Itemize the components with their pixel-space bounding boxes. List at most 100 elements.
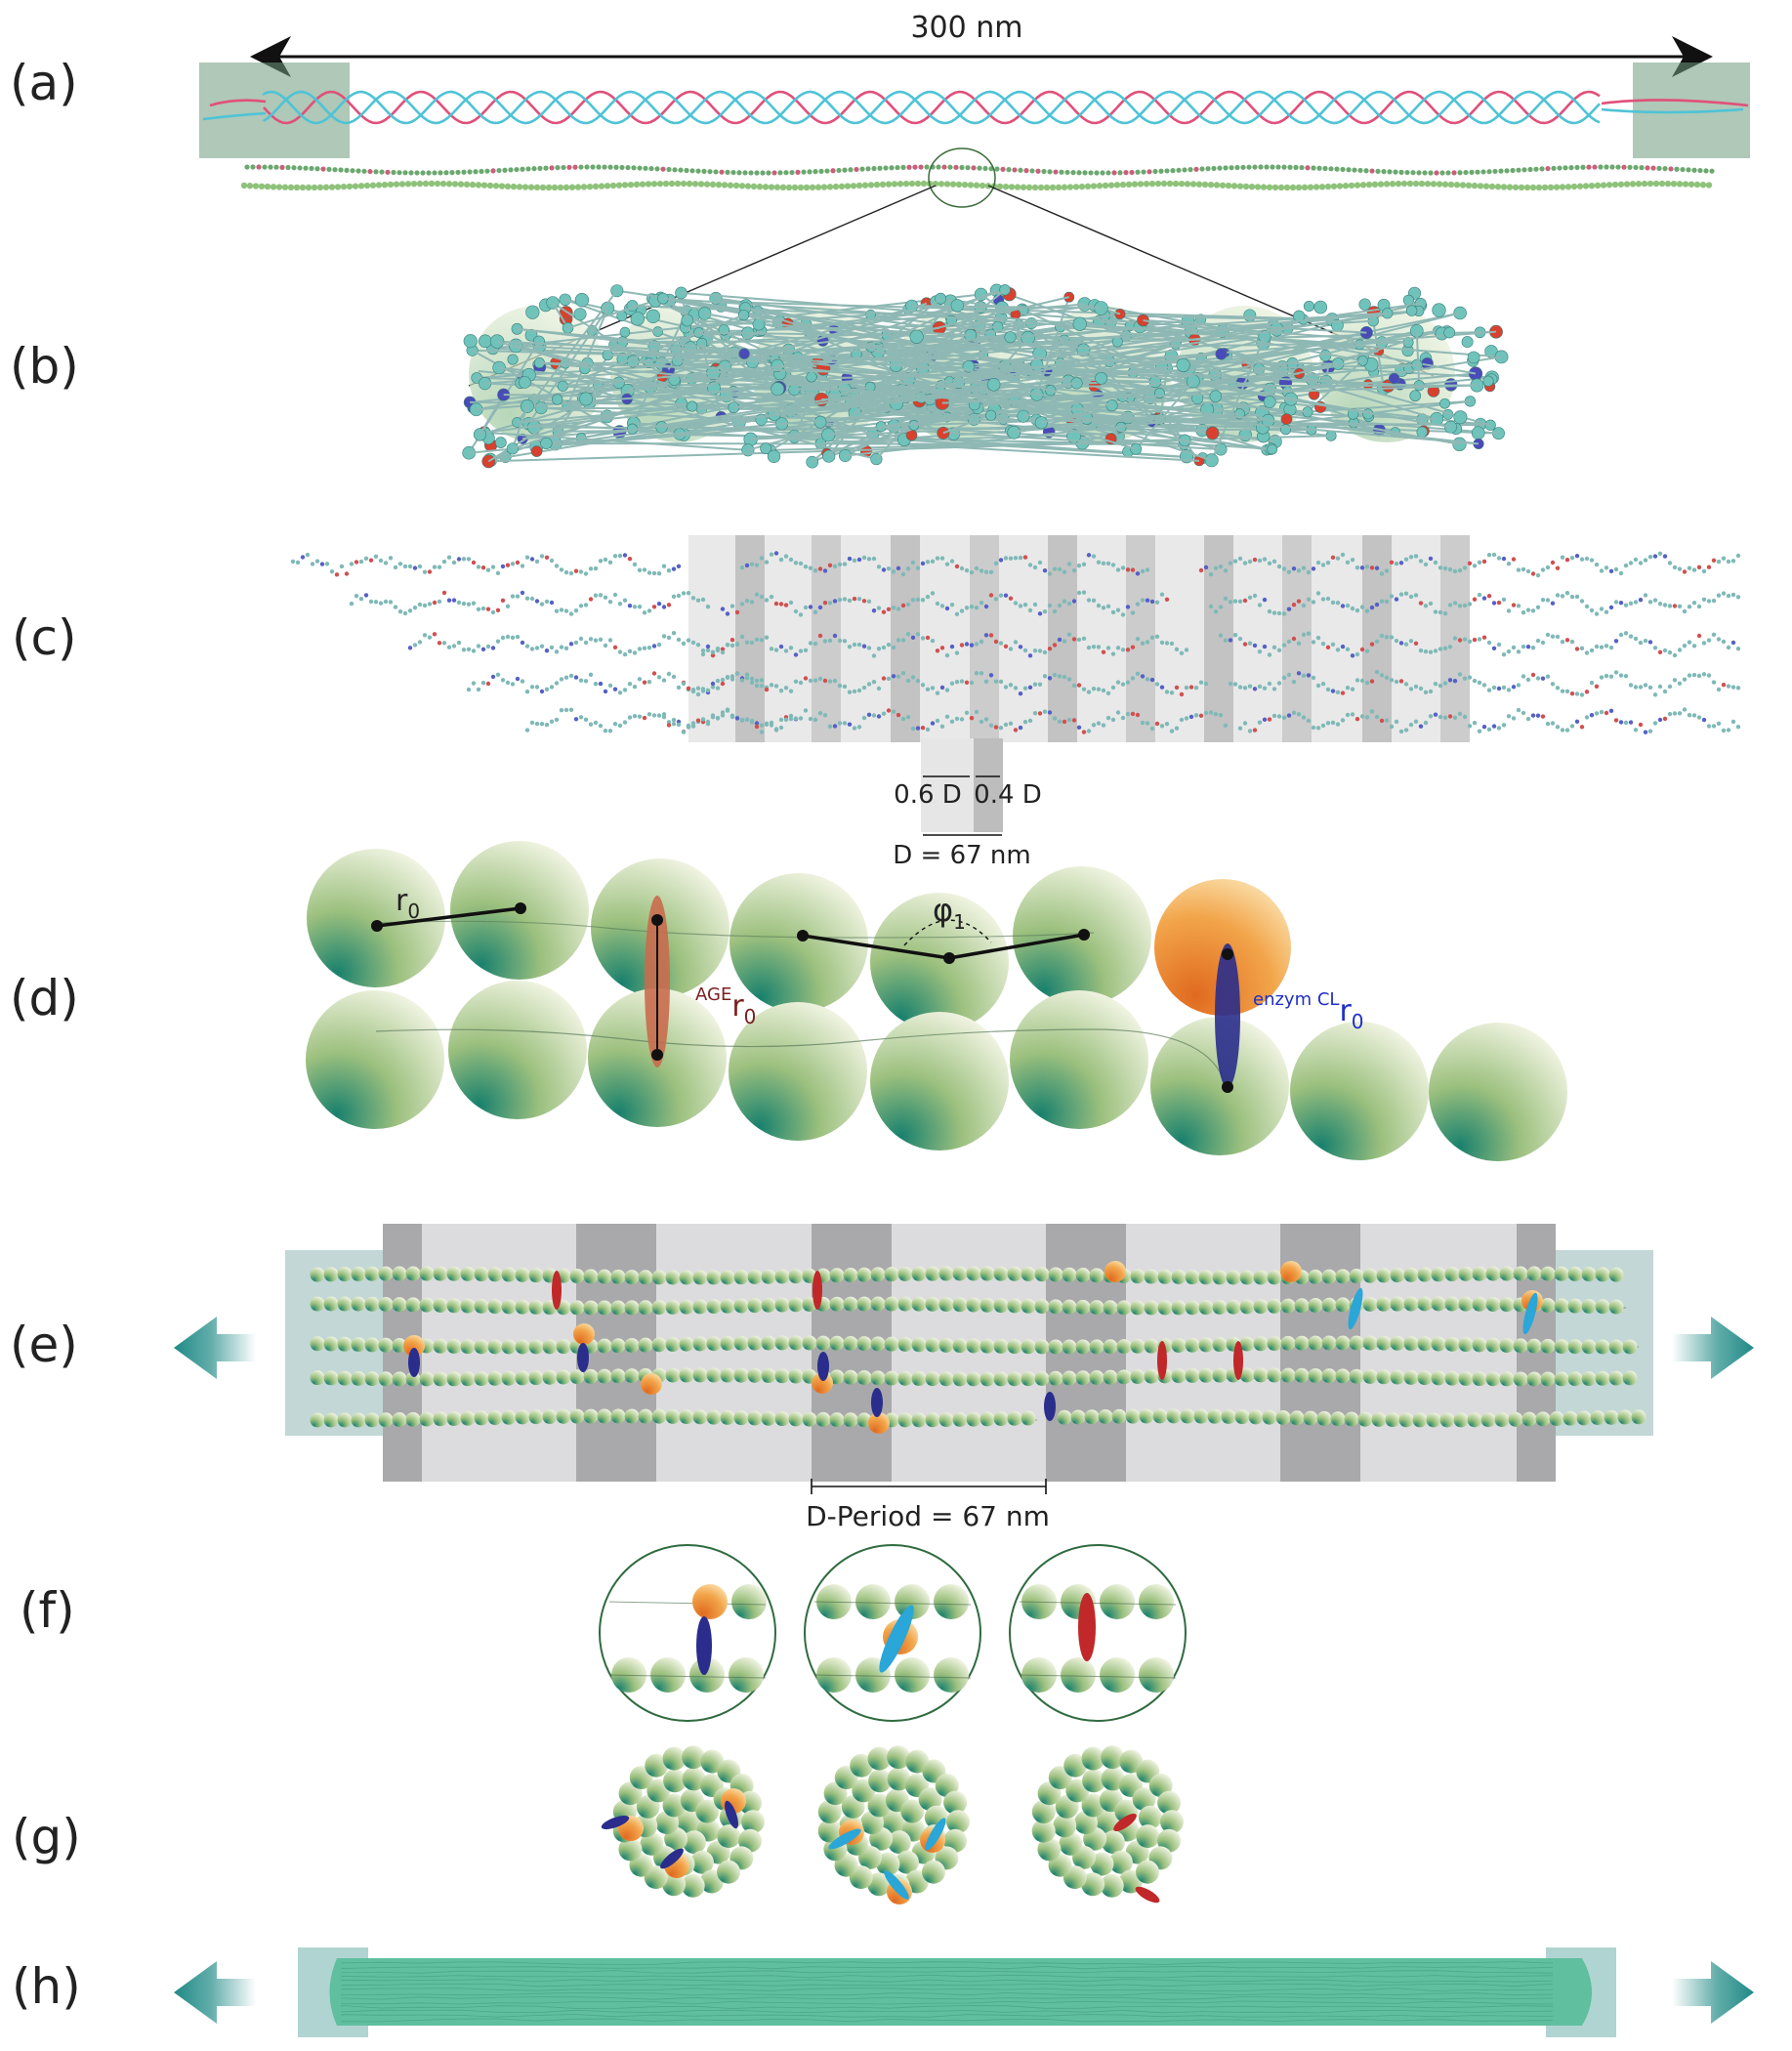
row-bead bbox=[1444, 1296, 1460, 1312]
mol-atom bbox=[578, 569, 584, 574]
row-bead bbox=[597, 1269, 612, 1284]
atom bbox=[1130, 442, 1143, 455]
strip-bead bbox=[516, 184, 523, 190]
row-bead bbox=[1075, 1268, 1091, 1283]
strip-bead bbox=[645, 181, 652, 188]
strip-bead bbox=[627, 181, 635, 188]
mol-atom bbox=[539, 602, 545, 607]
mol-atom bbox=[1462, 676, 1468, 681]
strip-bead bbox=[691, 181, 699, 188]
mol-atom bbox=[417, 602, 423, 607]
row-bead bbox=[1467, 1412, 1482, 1428]
row-bead bbox=[1075, 1370, 1091, 1386]
section-bead bbox=[1101, 1745, 1125, 1770]
strip-bead bbox=[1195, 181, 1203, 188]
mol-atom bbox=[988, 569, 994, 574]
mol-atom bbox=[1433, 560, 1438, 565]
row-bead bbox=[870, 1296, 886, 1312]
mol-atom bbox=[671, 674, 677, 680]
mol-atom bbox=[827, 601, 833, 606]
strip-bead bbox=[1559, 184, 1566, 190]
row-bead bbox=[774, 1411, 790, 1427]
strip-bead bbox=[1160, 180, 1168, 188]
strip-bead bbox=[1225, 182, 1232, 189]
mol-atom bbox=[563, 608, 569, 613]
mol-atom bbox=[1037, 711, 1043, 716]
strip-bead bbox=[1025, 184, 1033, 191]
row-bead bbox=[378, 1371, 394, 1387]
strip-atom bbox=[947, 164, 953, 170]
mol-atom bbox=[1423, 690, 1429, 694]
mol-atom bbox=[1296, 568, 1302, 573]
mol-atom bbox=[1374, 714, 1380, 720]
bond-node bbox=[371, 920, 383, 932]
mol-atom bbox=[583, 603, 589, 607]
mol-atom bbox=[1638, 722, 1644, 728]
mol-atom bbox=[1398, 641, 1404, 646]
row-bead bbox=[1567, 1371, 1583, 1387]
mol-atom bbox=[1291, 636, 1297, 642]
pull-arrow-left bbox=[174, 1317, 256, 1379]
mol-atom bbox=[612, 722, 618, 727]
row-bead bbox=[1526, 1371, 1542, 1387]
row-bead bbox=[843, 1412, 858, 1428]
mol-atom bbox=[1330, 600, 1336, 606]
section-bead bbox=[1063, 1753, 1088, 1778]
row-bead bbox=[405, 1411, 421, 1427]
row-bead bbox=[911, 1266, 927, 1281]
strip-atom bbox=[1404, 169, 1410, 176]
strip-bead bbox=[826, 184, 834, 190]
phi1-label: φ1 bbox=[933, 892, 966, 934]
mol-atom bbox=[910, 635, 916, 640]
row-bead bbox=[1139, 1408, 1154, 1424]
mol-atom bbox=[1291, 680, 1297, 685]
mol-atom bbox=[1394, 719, 1399, 725]
mol-atom bbox=[1564, 558, 1570, 563]
pull-arrow-right bbox=[1672, 1317, 1754, 1379]
row-bead bbox=[692, 1336, 708, 1352]
strip-atom bbox=[912, 164, 918, 170]
mol-atom bbox=[964, 642, 970, 647]
mol-atom bbox=[988, 723, 994, 728]
row-bead bbox=[1412, 1412, 1428, 1428]
mol-atom bbox=[573, 717, 579, 722]
mol-atom bbox=[1379, 718, 1385, 724]
mol-atom bbox=[925, 727, 931, 732]
mol-atom bbox=[1330, 689, 1336, 693]
mol-atom bbox=[1623, 563, 1629, 568]
mol-atom bbox=[1140, 568, 1146, 574]
row-bead bbox=[1048, 1339, 1063, 1355]
mol-atom bbox=[881, 676, 887, 681]
strip-bead bbox=[633, 181, 641, 188]
mol-atom bbox=[1457, 638, 1463, 643]
row-bead bbox=[1062, 1267, 1077, 1282]
mol-atom bbox=[866, 557, 872, 562]
row-bead bbox=[1084, 1409, 1100, 1425]
bond bbox=[1022, 331, 1367, 418]
row-bead bbox=[952, 1338, 968, 1354]
strip-bead bbox=[1096, 183, 1104, 189]
mol-atom bbox=[1408, 555, 1414, 560]
mol-atom bbox=[632, 605, 638, 609]
mol-atom bbox=[949, 644, 955, 649]
enzym-crosslink bbox=[1044, 1392, 1056, 1421]
mol-atom bbox=[856, 557, 862, 563]
mol-atom bbox=[690, 596, 696, 601]
row-bead bbox=[528, 1299, 544, 1315]
mol-atom bbox=[1047, 603, 1053, 608]
mol-atom bbox=[876, 606, 882, 610]
row-bead bbox=[925, 1412, 940, 1428]
mol-atom bbox=[1438, 647, 1443, 651]
mol-atom bbox=[959, 717, 965, 722]
bond bbox=[1307, 341, 1383, 413]
mol-atom bbox=[1076, 637, 1082, 643]
bond bbox=[633, 310, 1419, 362]
mol-atom bbox=[1667, 561, 1673, 565]
mol-atom bbox=[314, 559, 320, 564]
mol-atom bbox=[935, 649, 940, 653]
strip-bead bbox=[586, 183, 594, 190]
zoom-bead bbox=[731, 1584, 767, 1619]
section-bead bbox=[887, 1830, 911, 1855]
row-bead bbox=[378, 1296, 394, 1312]
mol-atom bbox=[1506, 608, 1512, 613]
